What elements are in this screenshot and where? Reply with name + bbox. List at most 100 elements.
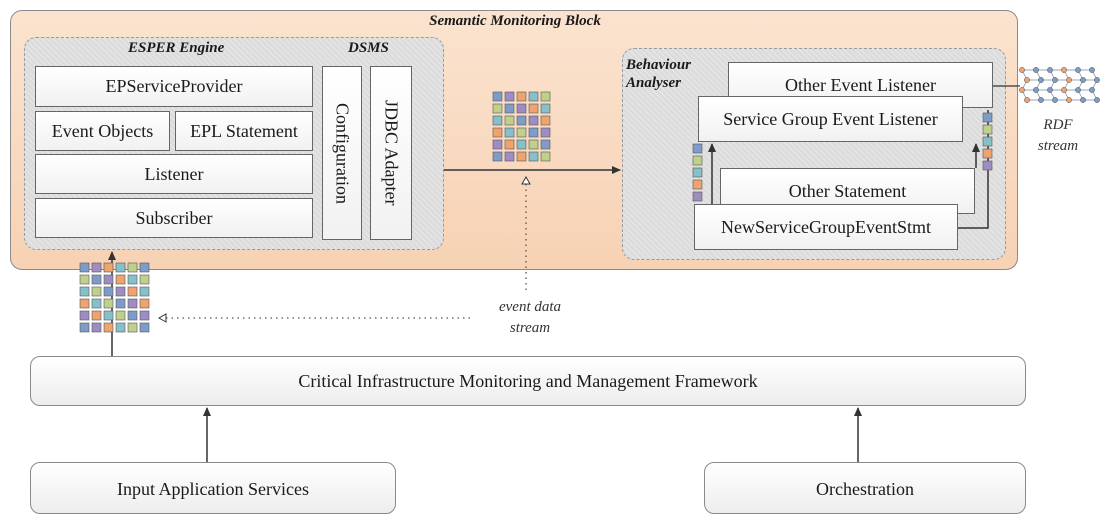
rdf-node — [1080, 97, 1086, 103]
event-square — [528, 91, 539, 102]
rdf-stream-caption-line1: RDF — [1043, 117, 1073, 133]
event-square — [492, 91, 503, 102]
rdf-node — [1075, 87, 1081, 93]
configuration-box: Configuration — [322, 66, 362, 240]
event-square — [982, 136, 993, 147]
event-square — [504, 103, 515, 114]
event-square — [115, 286, 126, 297]
rdf-node — [1075, 67, 1081, 73]
event-square — [540, 115, 551, 126]
rdf-node — [1080, 77, 1086, 83]
rdf-node — [1061, 87, 1067, 93]
event-square — [127, 322, 138, 333]
event-column-right — [982, 112, 993, 171]
event-square — [504, 115, 515, 126]
event-square — [692, 179, 703, 190]
event-square — [516, 151, 527, 162]
event-square — [139, 310, 150, 321]
event-square — [692, 143, 703, 154]
event-square — [540, 151, 551, 162]
event-square — [79, 274, 90, 285]
event-square — [79, 322, 90, 333]
behaviour-analyser-title: Behaviour Analyser — [626, 56, 691, 92]
event-square — [127, 298, 138, 309]
rdf-stream-caption-line2: stream — [1037, 138, 1079, 154]
event-square — [127, 286, 138, 297]
ep-service-provider-box: EPServiceProvider — [35, 66, 313, 107]
rdf-node — [1038, 97, 1044, 103]
event-square — [516, 127, 527, 138]
rdf-node — [1033, 67, 1039, 73]
event-square — [115, 274, 126, 285]
rdf-node — [1052, 77, 1058, 83]
rdf-node — [1089, 87, 1095, 93]
rdf-node — [1047, 87, 1053, 93]
input-application-services-box: Input Application Services — [30, 462, 396, 514]
event-square — [103, 286, 114, 297]
event-square — [982, 148, 993, 159]
event-square — [692, 155, 703, 166]
event-square — [91, 322, 102, 333]
event-square — [139, 262, 150, 273]
esper-engine-title: ESPER Engine — [128, 40, 225, 56]
event-square — [982, 112, 993, 123]
event-square — [692, 167, 703, 178]
event-square — [528, 151, 539, 162]
event-square — [492, 115, 503, 126]
event-square — [516, 139, 527, 150]
event-square — [504, 139, 515, 150]
event-square — [115, 322, 126, 333]
new-service-group-event-stmt-box: NewServiceGroupEventStmt — [694, 204, 958, 250]
event-square — [139, 322, 150, 333]
event-square — [115, 310, 126, 321]
epl-statement-box: EPL Statement — [175, 111, 313, 151]
event-square — [103, 298, 114, 309]
event-square — [516, 103, 527, 114]
event-square — [103, 262, 114, 273]
event-square — [516, 91, 527, 102]
event-square — [492, 127, 503, 138]
event-square — [79, 262, 90, 273]
rdf-node — [1066, 77, 1072, 83]
rdf-node — [1019, 87, 1025, 93]
rdf-stream-caption: RDF stream — [1028, 115, 1088, 157]
event-square — [139, 298, 150, 309]
jdbc-adapter-box: JDBC Adapter — [370, 66, 412, 240]
event-square — [982, 160, 993, 171]
listener-box: Listener — [35, 154, 313, 194]
event-column-left — [692, 143, 703, 202]
event-square — [692, 191, 703, 202]
event-square — [127, 274, 138, 285]
event-square — [516, 115, 527, 126]
event-square — [91, 310, 102, 321]
rdf-node — [1019, 67, 1025, 73]
rdf-node — [1066, 97, 1072, 103]
event-square — [127, 262, 138, 273]
event-square — [91, 274, 102, 285]
event-square — [528, 127, 539, 138]
rdf-node — [1052, 97, 1058, 103]
rdf-node — [1024, 97, 1030, 103]
event-square — [504, 127, 515, 138]
subscriber-box: Subscriber — [35, 198, 313, 238]
rdf-node — [1094, 97, 1100, 103]
rdf-node — [1033, 87, 1039, 93]
event-square — [103, 274, 114, 285]
dsms-title: DSMS — [348, 40, 389, 56]
event-square — [79, 286, 90, 297]
event-square — [115, 298, 126, 309]
event-square — [528, 103, 539, 114]
event-square — [91, 286, 102, 297]
event-square — [982, 124, 993, 135]
event-data-stream-caption-line2: stream — [509, 320, 551, 336]
event-square — [492, 103, 503, 114]
event-square — [540, 127, 551, 138]
event-square — [103, 310, 114, 321]
rdf-node — [1038, 77, 1044, 83]
event-objects-box: Event Objects — [35, 111, 170, 151]
event-square — [139, 274, 150, 285]
event-grid-left — [79, 262, 150, 333]
event-data-stream-caption-line1: event data — [498, 299, 562, 315]
event-data-stream-caption: event data stream — [480, 297, 580, 339]
